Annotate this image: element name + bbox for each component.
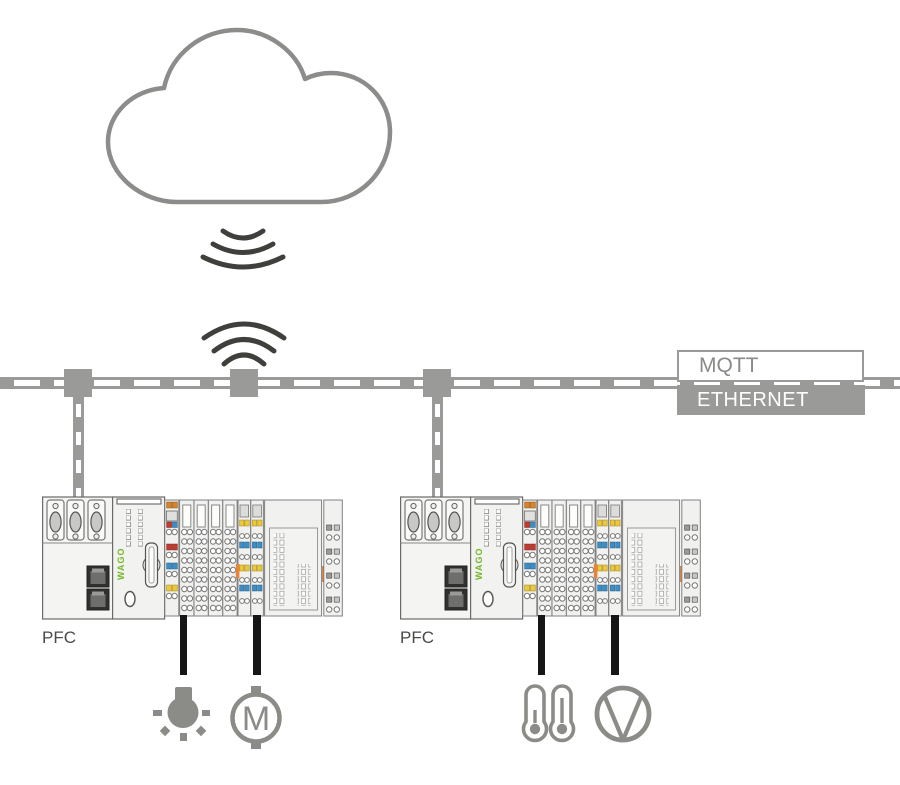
wifi-signal-up-icon: [201, 321, 287, 367]
signal-wire: [537, 615, 546, 675]
bus-node: [423, 369, 451, 397]
pfc-device-graphic: [400, 496, 701, 620]
pfc-device-graphic: [42, 496, 343, 620]
ethernet-label-box: ETHERNET: [677, 385, 865, 415]
bus-node: [230, 369, 258, 397]
pump-icon: [594, 685, 652, 743]
pfc-controller-1: PFC M: [42, 496, 343, 758]
mqtt-label-box: MQTT: [677, 350, 864, 382]
motor-icon: M: [230, 686, 282, 749]
ethernet-label: ETHERNET: [697, 389, 809, 411]
mqtt-label: MQTT: [699, 354, 759, 377]
signal-wire: [179, 615, 188, 675]
thermometer-icon: [521, 684, 576, 743]
motor-letter: M: [242, 700, 270, 738]
light-bulb-icon: [153, 687, 210, 741]
signal-wire: [253, 615, 261, 675]
pfc-label: PFC: [400, 628, 434, 647]
bus-node: [64, 369, 92, 397]
bus-drop-line: [432, 389, 443, 497]
pfc-label: PFC: [42, 628, 76, 647]
signal-wire: [611, 615, 619, 675]
bus-drop-line: [73, 389, 84, 497]
pfc-controller-2: PFC: [400, 496, 701, 758]
cloud-icon: [105, 27, 393, 205]
wifi-signal-down-icon: [200, 228, 286, 270]
